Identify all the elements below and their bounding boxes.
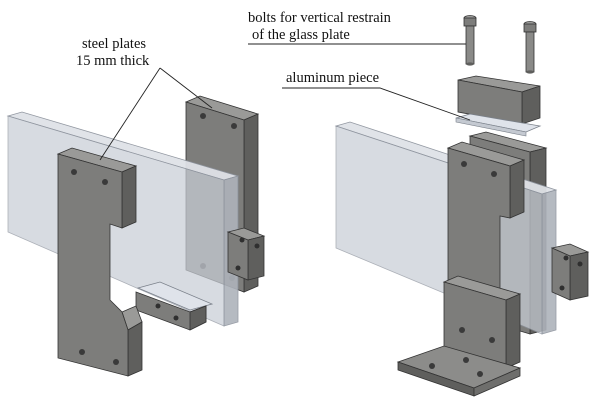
right-side-clamp-block xyxy=(550,243,590,301)
bracket-base-plate xyxy=(396,345,522,397)
right-assembly xyxy=(248,15,590,397)
bolts-label-line1: bolts for vertical restrain xyxy=(248,10,391,26)
right-front-steel-plate xyxy=(446,141,526,301)
left-front-steel-plate xyxy=(56,147,143,377)
bolt-right xyxy=(523,21,537,74)
left-side-clamp-block xyxy=(226,227,266,281)
aluminum-leader-line xyxy=(282,87,471,121)
steel-plates-leader-line-2 xyxy=(159,67,213,109)
bolts-label-line2: of the glass plate xyxy=(252,27,350,43)
bolt-left xyxy=(463,15,477,66)
aluminum-piece xyxy=(455,113,542,137)
bracket-vertical-plate xyxy=(442,275,522,369)
steel-plates-label-line1: steel plates xyxy=(82,36,147,52)
aluminum-piece-label: aluminum piece xyxy=(286,70,380,86)
steel-plates-leader-line-1 xyxy=(99,67,161,161)
left-assembly xyxy=(6,67,266,377)
left-bottom-block xyxy=(135,281,214,331)
steel-plates-label-line2: 15 mm thick xyxy=(76,53,150,69)
